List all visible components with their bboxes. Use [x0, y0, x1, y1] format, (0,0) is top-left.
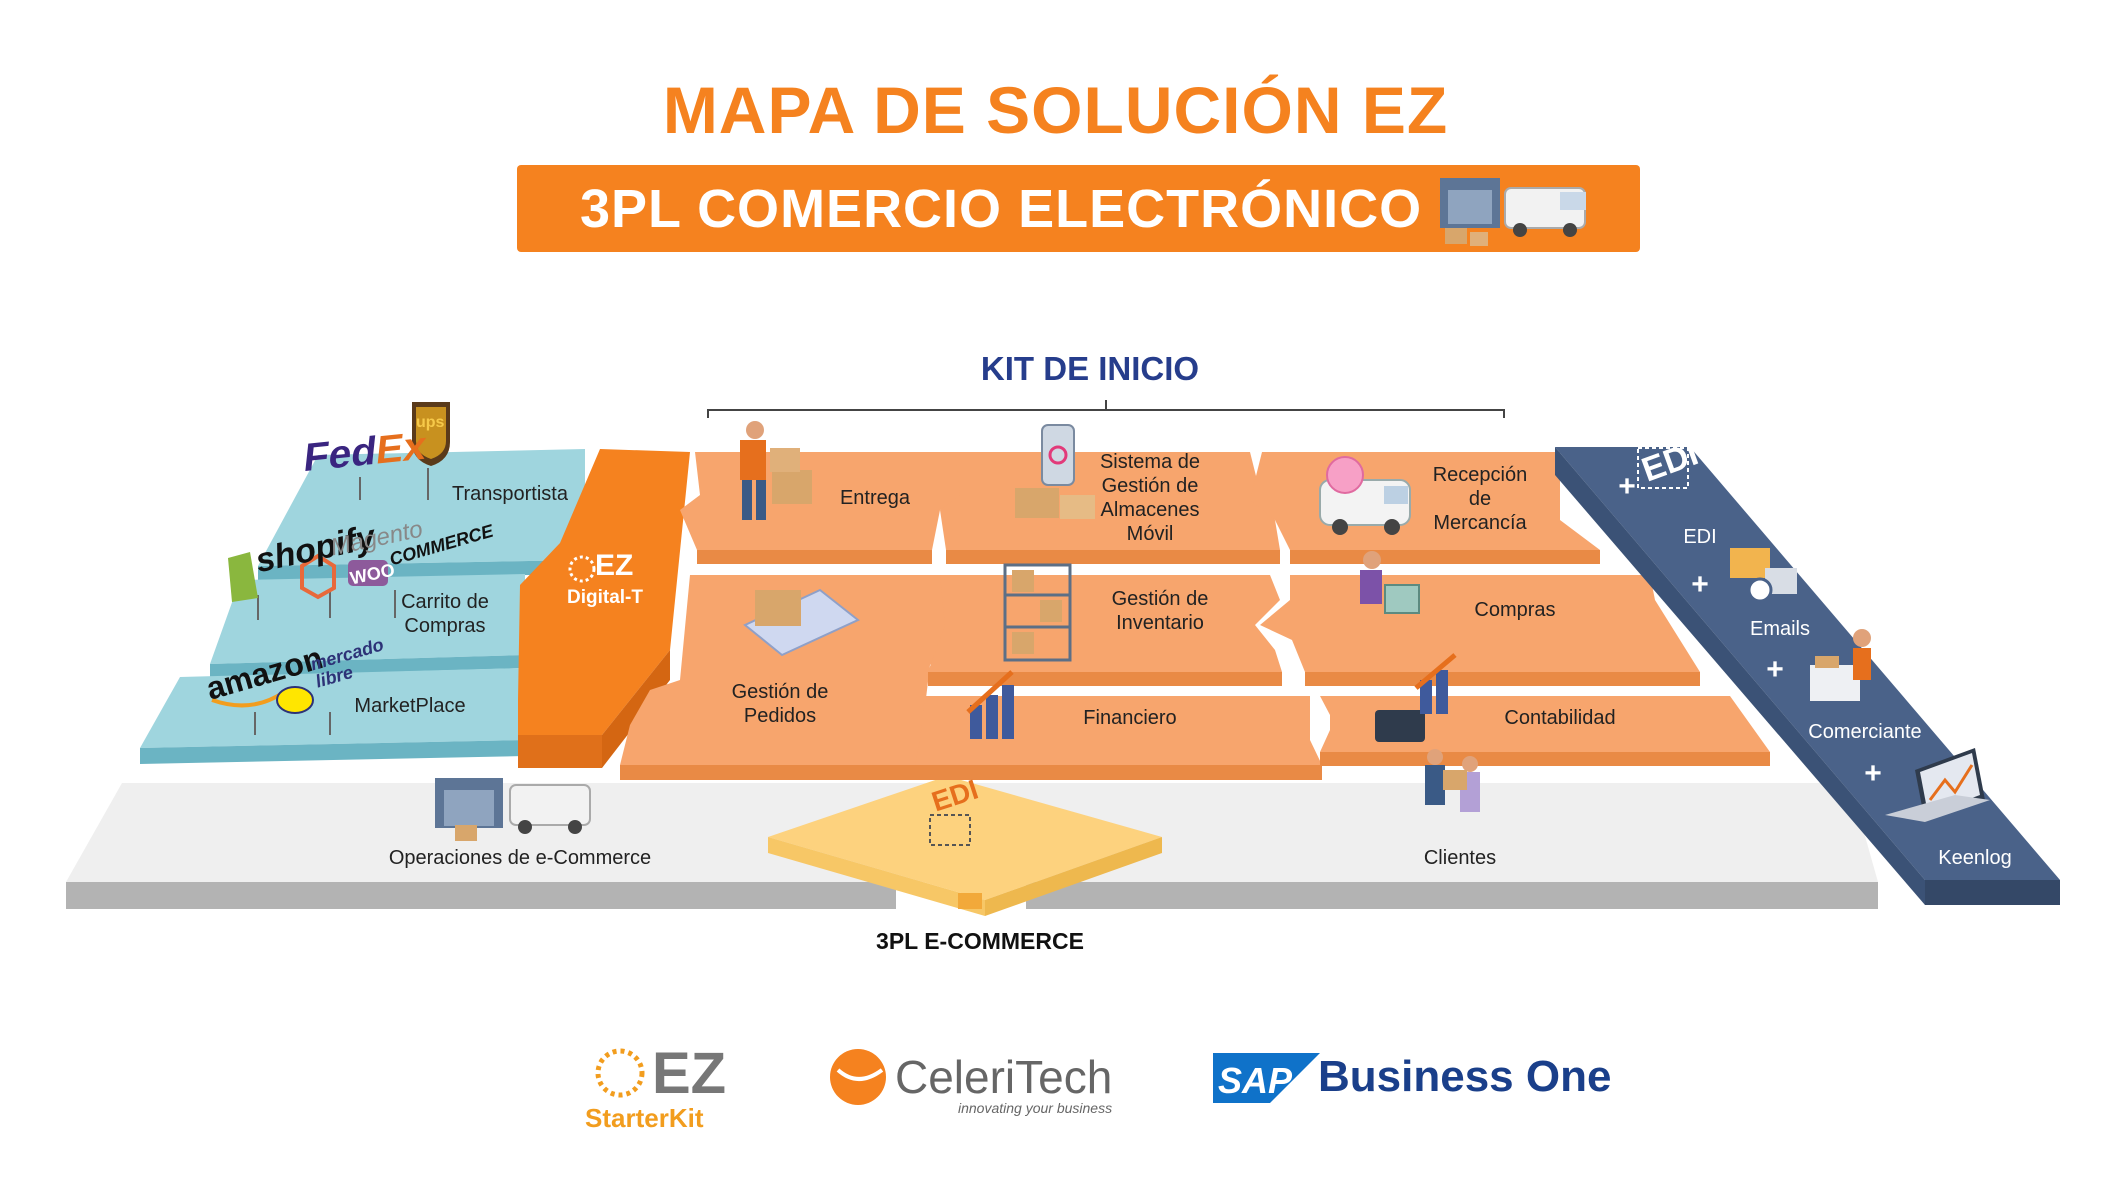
ez-digital-label: Digital-T [567, 587, 643, 608]
page-title: MAPA DE SOLUCIÓN EZ [662, 73, 1449, 147]
sap-text: SAP [1218, 1060, 1293, 1101]
celeritech-tagline: innovating your business [958, 1100, 1113, 1116]
pedidos-label-line2: Pedidos [743, 705, 817, 727]
mobile-wms-icon [1015, 424, 1095, 519]
accounting-calculator-icon [1375, 653, 1457, 742]
edi-badge-icon [1637, 447, 1689, 489]
financiero-label: Financiero [1083, 707, 1177, 729]
edi-hub-tile [768, 776, 1162, 916]
inventario-label-line1: Gestión de [1111, 588, 1209, 610]
keenlog-laptop-icon [1885, 748, 1990, 822]
ez-digital-logo-icon [568, 555, 596, 583]
ez-starterkit-logo [595, 1048, 645, 1098]
wms-label-line4: Móvil [1126, 523, 1174, 545]
comerciante-label: Comerciante [1808, 721, 1922, 743]
merchant-icon [1810, 629, 1871, 701]
ecommerce-warehouse-icon [435, 778, 591, 841]
plus-sign-4: + [1864, 757, 1882, 790]
recepcion-label-line1: Recepción [1432, 464, 1528, 486]
recepcion-label-line2: de [1468, 488, 1492, 510]
email-icon [1730, 548, 1797, 603]
delivery-worker-icon [740, 421, 812, 520]
carrito-label-line1: Carrito de [401, 591, 489, 613]
subtitle-text: 3PL COMERCIO ELECTRÓNICO [580, 179, 1423, 239]
celeritech-logo [830, 1049, 886, 1105]
pedidos-label-line1: Gestión de [731, 681, 829, 703]
kit-bracket [707, 400, 1505, 418]
ez-digital-strip [518, 449, 690, 768]
operaciones-label: Operaciones de e-Commerce [388, 847, 652, 869]
wms-label-line1: Sistema de [1099, 451, 1201, 473]
keenlog-label: Keenlog [1938, 847, 2012, 869]
celeritech-text: CeleriTech [895, 1051, 1113, 1103]
mercadolibre-icon [276, 686, 314, 714]
finance-chart-icon [966, 670, 1014, 739]
transportista-label: Transportista [452, 483, 568, 505]
recepcion-label-line3: Mercancía [1433, 512, 1527, 534]
contabilidad-label: Contabilidad [1504, 707, 1616, 729]
warehouse-truck-icon [1440, 178, 1586, 246]
business-one-text: Business One [1318, 1052, 1612, 1101]
emails-label: Emails [1749, 618, 1810, 640]
ups-text: ups [416, 414, 445, 431]
wms-label-line2: Gestión de [1101, 475, 1199, 497]
carrito-label-line2: Compras [404, 615, 486, 637]
sap-logo [1213, 1053, 1320, 1103]
kit-label: KIT DE INICIO [980, 350, 1200, 387]
marketplace-label: MarketPlace [354, 695, 466, 717]
customers-icon [1425, 749, 1480, 812]
ez-digital-logo: EZ [595, 549, 634, 582]
ez-starterkit-text: StarterKit [585, 1103, 704, 1133]
entrega-label: Entrega [839, 487, 911, 509]
shopify-icon [228, 552, 258, 602]
order-clipboard-icon [743, 588, 860, 657]
magento-icon [300, 553, 336, 600]
edi-label: EDI [1683, 526, 1717, 548]
reception-van-icon [1319, 456, 1411, 535]
fedex-fed-text: Fed [301, 428, 379, 481]
clientes-label: Clientes [1423, 847, 1497, 869]
warehouse-rack-icon [1003, 563, 1072, 662]
compras-label: Compras [1474, 599, 1556, 621]
ups-icon [412, 402, 450, 466]
plus-sign-1: + [1618, 470, 1636, 503]
plus-sign-2: + [1691, 568, 1709, 601]
wms-label-line3: Almacenes [1100, 499, 1200, 521]
ez-starterkit-ez-text: EZ [652, 1041, 727, 1106]
plus-sign-3: + [1766, 653, 1784, 686]
bottom-section-label: 3PL E-COMMERCE [876, 928, 1084, 954]
sales-channels-panel [140, 449, 585, 764]
woocommerce-icon [348, 560, 388, 586]
shopping-cart-icon [1360, 551, 1420, 614]
brand-posts [254, 468, 429, 735]
inventario-label-line2: Inventario [1116, 612, 1204, 634]
